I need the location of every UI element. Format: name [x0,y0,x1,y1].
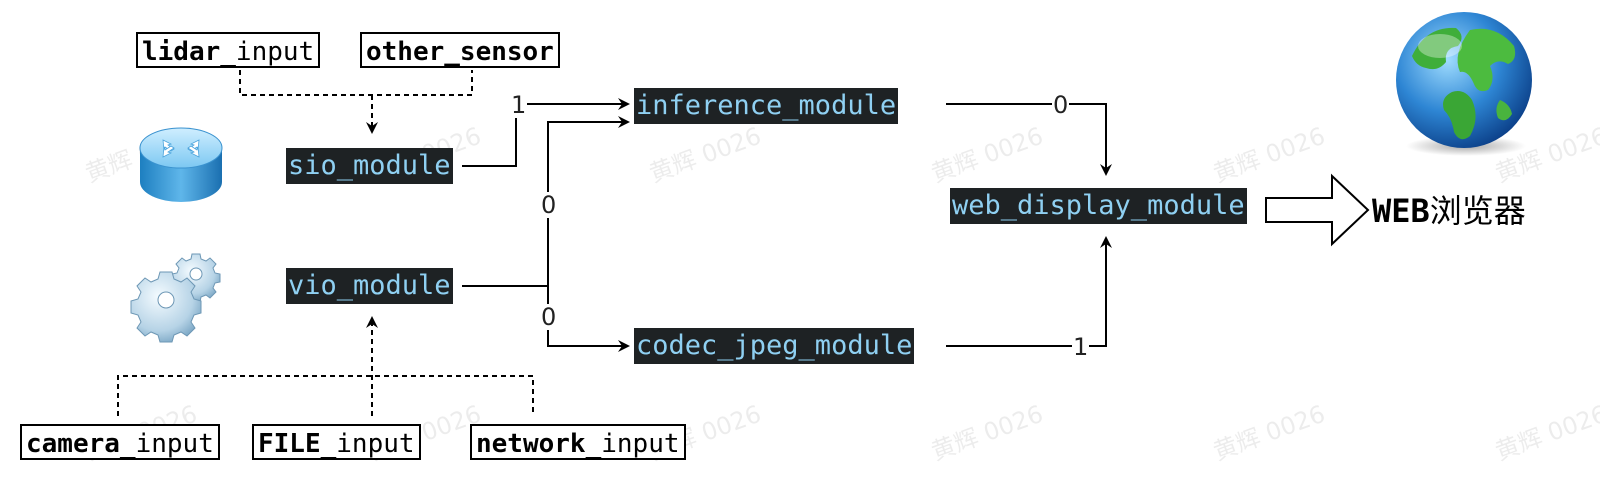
globe-icon [1396,12,1532,156]
web-browser-suffix: 浏览器 [1429,192,1526,230]
sensor-to-sio-dashed [239,70,473,134]
other-sensor-bold: other_sensor [366,37,554,67]
file-input-rest: _input [320,429,415,459]
inference-module: inference_module [634,88,899,124]
edge-codec-web [946,236,1112,347]
network-input-rest: _input [585,429,680,459]
browser-arrow [1265,173,1370,247]
camera-input-bold: camera [26,429,120,459]
network-input-box: network_input [470,424,686,460]
edge-sio-inference [462,98,630,167]
other-sensor-box: other_sensor [360,32,560,68]
edge-label-vio-codec: 0 [540,303,558,331]
network-input-bold: network [476,429,586,459]
inputs-to-vio-dashed [117,316,534,416]
edge-inference-web [946,103,1112,176]
web-browser-prefix: WEB [1372,192,1430,230]
edge-label-inference-web: 0 [1052,91,1070,119]
edge-label-codec-web: 1 [1072,333,1090,361]
router-icon [139,127,223,202]
file-input-box: FILE_input [252,424,421,460]
camera-input-box: camera_input [20,424,220,460]
sio-module: sio_module [286,148,453,184]
camera-input-rest: _input [119,429,214,459]
codec-jpeg-module: codec_jpeg_module [634,328,915,364]
lidar-input-box: lidar_input [136,32,321,68]
file-input-bold: FILE [258,429,321,459]
edge-vio-codec [547,286,630,352]
web-browser-label: WEB浏览器 [1372,186,1526,232]
gears-icon [130,253,221,343]
edge-label-sio-inference: 1 [510,91,528,119]
edge-label-vio-inference: 0 [540,191,558,219]
lidar-input-bold: lidar [142,37,221,67]
vio-module: vio_module [286,268,453,304]
lidar-input-rest: _input [220,37,315,67]
web-display-module: web_display_module [950,188,1247,224]
